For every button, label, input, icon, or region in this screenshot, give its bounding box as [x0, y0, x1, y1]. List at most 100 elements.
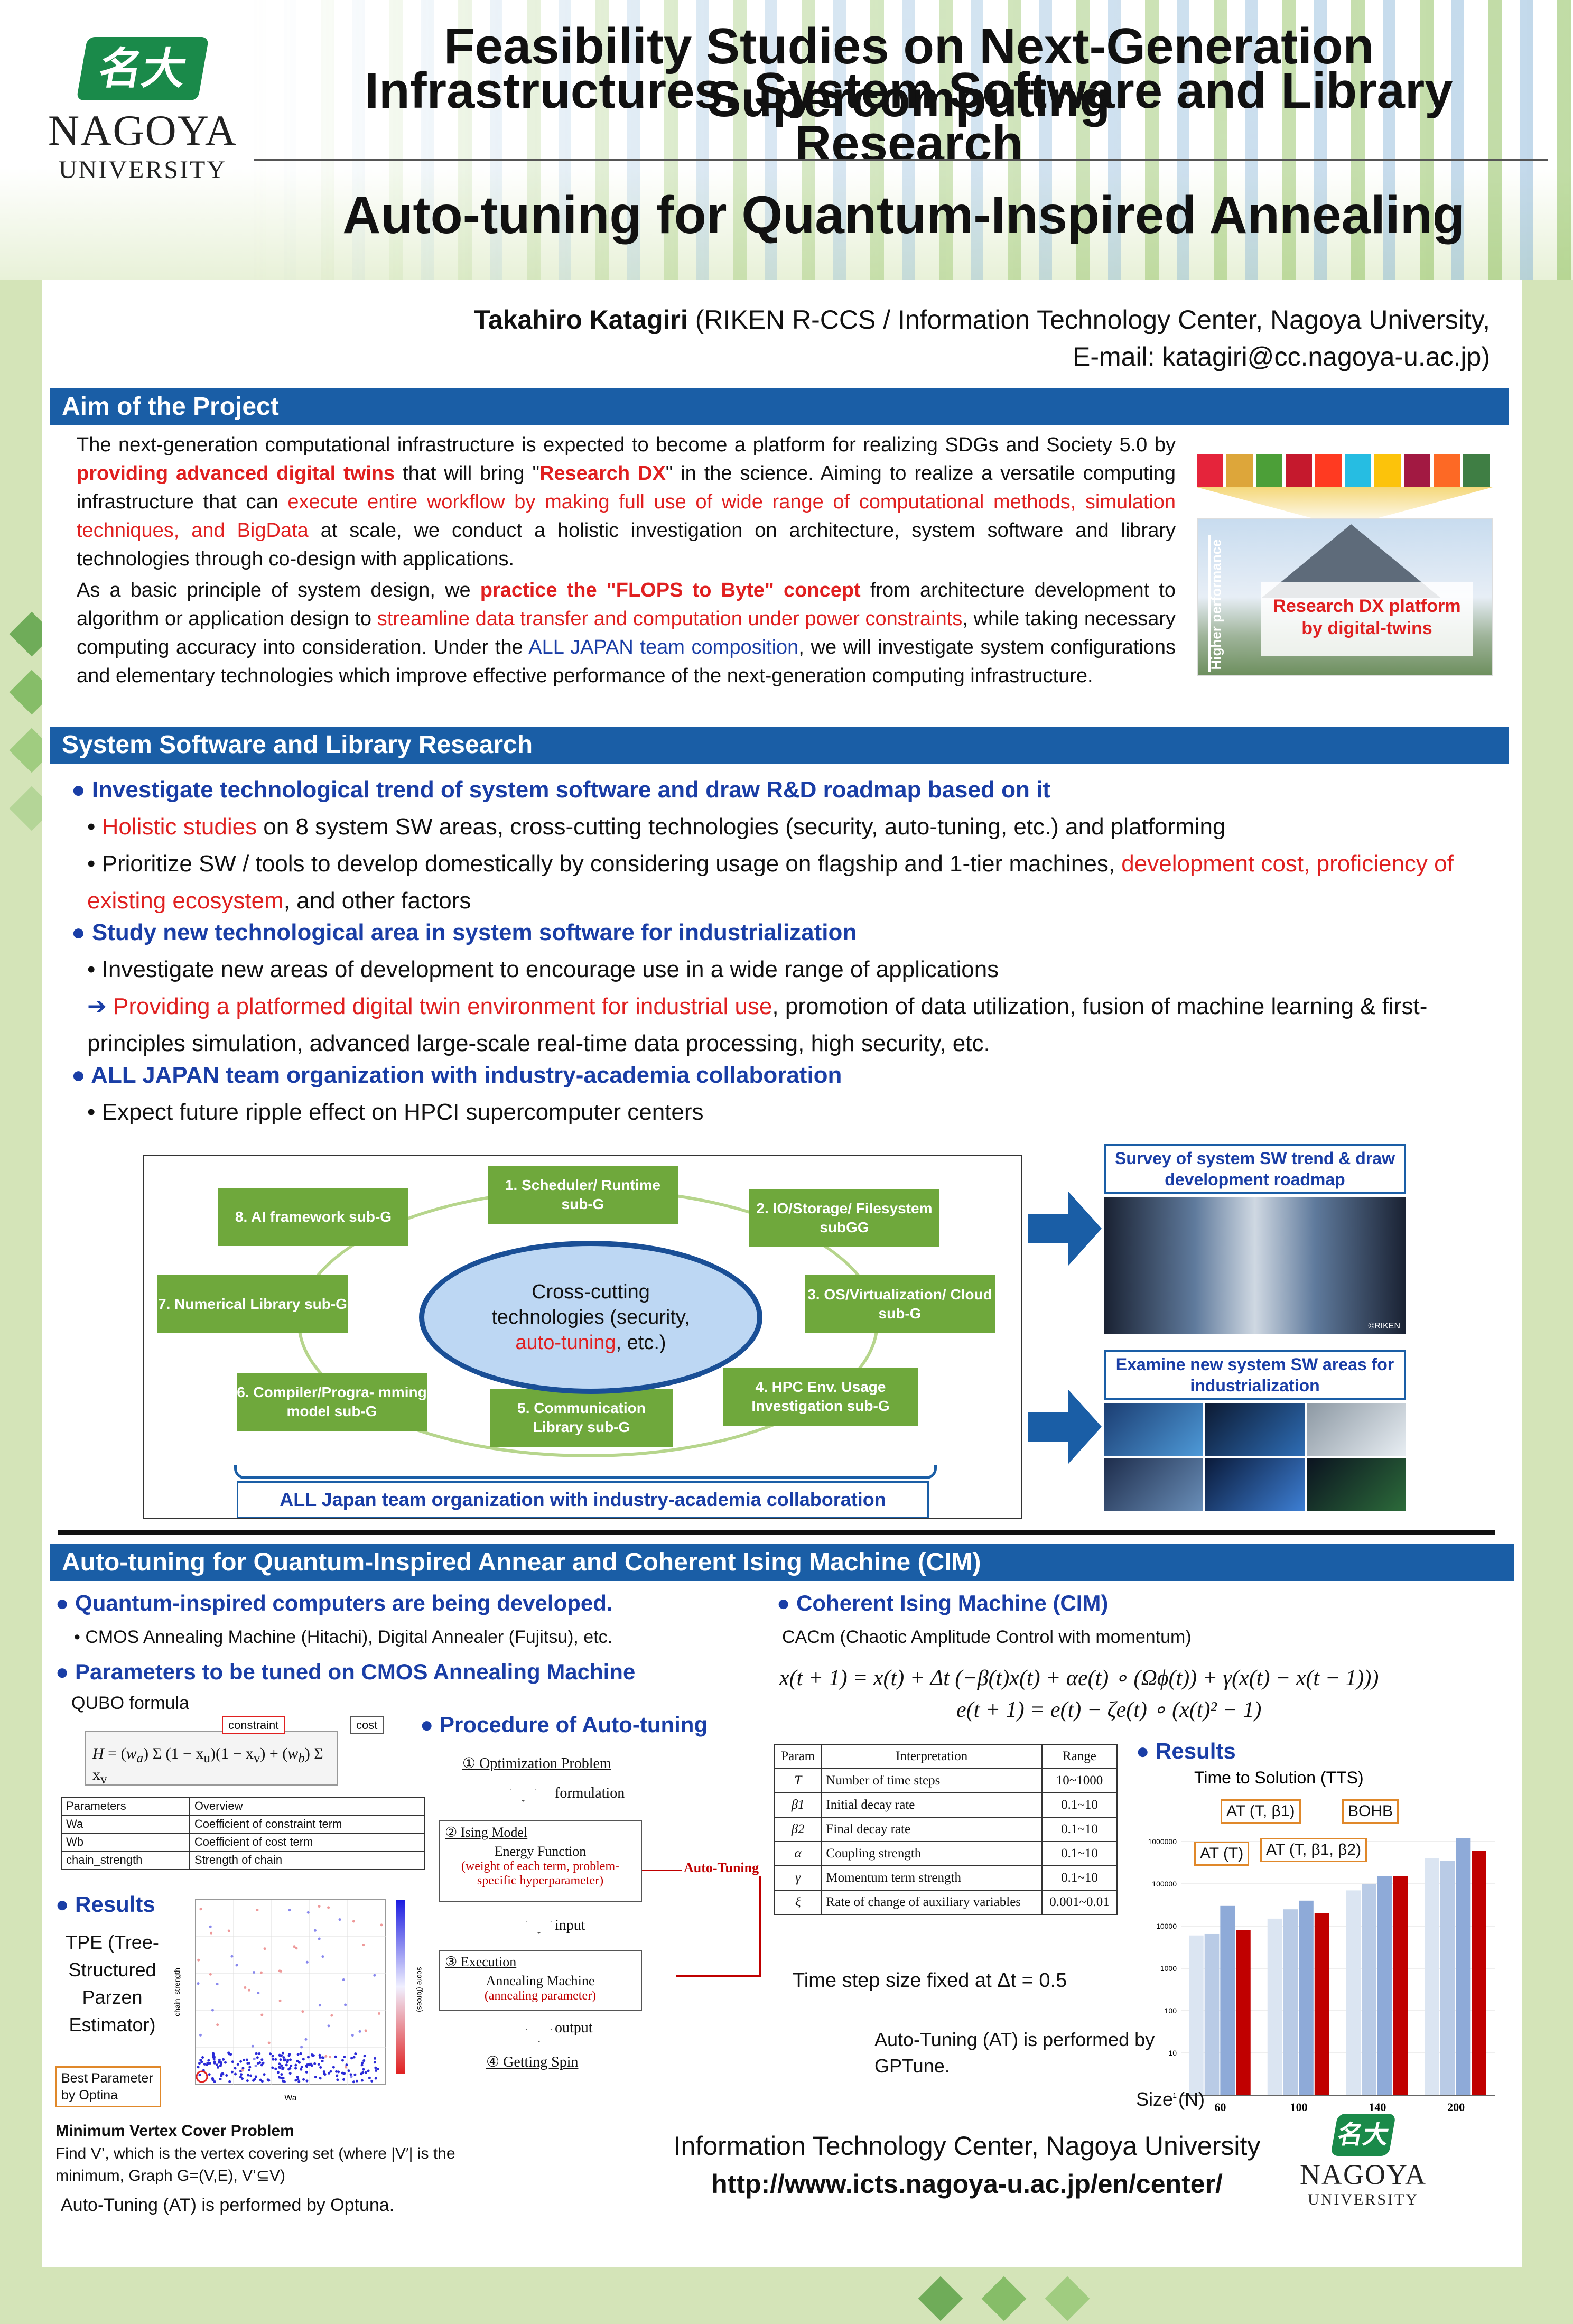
footer-logo: 名大 NAGOYA UNIVERSITY: [1284, 2114, 1442, 2209]
scatter-point: [260, 2058, 264, 2061]
scatter-point: [295, 1947, 298, 1950]
scatter-point: [330, 2014, 333, 2017]
scatter-point: [212, 2053, 215, 2057]
scatter-point: [361, 2071, 365, 2074]
title-rule: [254, 159, 1548, 161]
scatter-point: [230, 2070, 234, 2074]
scatter-point: [241, 2067, 245, 2070]
scatter-point: [360, 2063, 364, 2067]
scatter-point: [263, 1947, 266, 1950]
scatter-point: [286, 2060, 289, 2063]
scatter-point: [271, 2066, 274, 2069]
scatter-point: [319, 2077, 322, 2080]
scatter-point: [227, 1929, 230, 1932]
cim-header: Range: [1041, 1744, 1118, 1769]
scatter-point: [300, 2046, 303, 2049]
scatter-point: [352, 2080, 356, 2084]
poster-title-line1: Feasibility Studies on Next-Generation S…: [443, 18, 1374, 127]
deco-diamond: [918, 2276, 963, 2321]
scatter-point: [249, 2074, 253, 2077]
scatter-point: [297, 2061, 301, 2064]
scatter-point: [266, 2078, 269, 2081]
chart-bar: [1204, 1933, 1220, 2095]
scatter-point: [305, 1960, 309, 1964]
header-stripes: [252, 0, 1573, 280]
scatter-point: [344, 2003, 347, 2006]
scatter-point: [305, 2065, 309, 2068]
label-at-tb1: AT (T, β1): [1221, 1799, 1301, 1824]
industry-photos: [1104, 1403, 1406, 1511]
scatter-point: [228, 2080, 231, 2083]
scatter-point: [278, 2062, 281, 2066]
scatter-point: [349, 2073, 352, 2076]
subgroup-4: 4. HPC Env. Usage Investigation sub-G: [723, 1368, 918, 1426]
author-block: Takahiro Katagiri (RIKEN R-CCS / Informa…: [423, 301, 1490, 375]
aim-heading: Aim of the Project: [50, 388, 1509, 425]
chart-bar: [1377, 1876, 1392, 2095]
scatter-point: [350, 2075, 353, 2078]
scatter-point: [256, 1909, 259, 1912]
mvc-text: Find V’, which is the vertex covering se…: [55, 2145, 455, 2184]
scatter-point: [278, 1999, 282, 2002]
scatter-point: [282, 2066, 285, 2069]
sdg-goal-icon: [1463, 454, 1490, 487]
scatter-point: [234, 2072, 237, 2076]
logo-mark-icon: 名大: [1330, 2114, 1397, 2156]
scatter-point: [341, 2071, 344, 2075]
scatter-cbar-label: score (forces): [416, 1967, 423, 2012]
sdg-goal-icon: [1256, 454, 1282, 487]
chart-bar: [1314, 1913, 1329, 2095]
scatter-point: [280, 2077, 283, 2080]
sys-bullet-1-2: • Prioritize SW / tools to develop domes…: [87, 851, 1454, 914]
chart-title: Time to Solution (TTS): [1194, 1768, 1364, 1787]
scatter-point: [253, 1970, 256, 1974]
scatter-point: [321, 2059, 324, 2062]
sys-bullet-3-1: • Expect future ripple effect on HPCI su…: [87, 1099, 704, 1125]
best-param-box: Best Parameter by Optina: [55, 2066, 161, 2107]
author-email[interactable]: E-mail: katagiri@cc.nagoya-u.ac.jp): [1073, 342, 1490, 371]
scatter-point: [313, 1929, 317, 1932]
scatter-point: [254, 2075, 257, 2078]
chart-bar: [1283, 1909, 1298, 2095]
proc-formulation: formulation: [555, 1785, 625, 1801]
sdg-goal-icon: [1404, 454, 1430, 487]
scatter-point: [271, 2055, 274, 2058]
scatter-point: [317, 2063, 320, 2066]
cim-header: Interpretation: [821, 1744, 1043, 1769]
scatter-point: [253, 2057, 256, 2060]
scatter-point: [293, 1945, 296, 1948]
scatter-point: [310, 2064, 313, 2067]
scatter-point: [278, 2076, 281, 2079]
scatter-point: [251, 2044, 254, 2048]
proc-output: output: [555, 2020, 593, 2036]
cim-heading: ● Coherent Ising Machine (CIM): [777, 1591, 1109, 1615]
scatter-point: [235, 1964, 238, 1967]
scatter-point: [347, 2069, 350, 2072]
footer-url[interactable]: http://www.icts.nagoya-u.ac.jp/en/center…: [711, 2169, 1223, 2199]
scatter-point: [301, 2010, 304, 2013]
scatter-point: [351, 2034, 354, 2037]
scatter-point: [360, 2079, 364, 2082]
scatter-point: [345, 2063, 348, 2067]
scatter-point: [362, 2059, 366, 2062]
scatter-point: [211, 2009, 214, 2012]
chart-bar: [1440, 1861, 1455, 2095]
chart-ytick-label: 100: [1165, 2006, 1177, 2015]
chart-ytick-label: 100000: [1152, 1880, 1177, 1888]
cim-equation-2: e(t + 1) = e(t) − ζe(t) ∘ (x(t)² − 1): [956, 1698, 1262, 1722]
subgroup-1: 1. Scheduler/ Runtime sub-G: [488, 1166, 678, 1224]
chart-bar: [1220, 1905, 1235, 2095]
scatter-point: [208, 2073, 211, 2076]
scatter-point: [296, 2076, 299, 2079]
scatter-point: [221, 2072, 224, 2075]
sdg-goal-icon: [1434, 454, 1460, 487]
scatter-point: [335, 2070, 338, 2073]
scatter-point: [210, 1931, 213, 1935]
scatter-point: [256, 2056, 259, 2059]
scatter-point: [305, 2079, 309, 2083]
poster-subtitle: Auto-tuning for Quantum-Inspired Anneali…: [342, 185, 1465, 245]
